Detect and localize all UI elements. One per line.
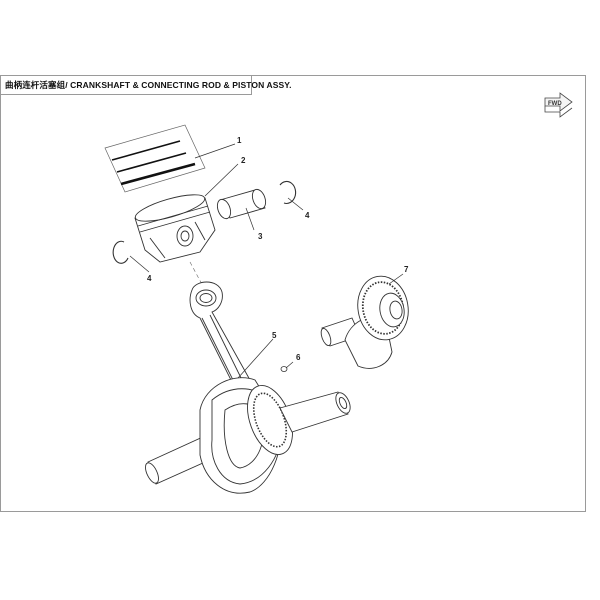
balance-shaft <box>320 275 409 369</box>
callout-3: 3 <box>258 232 263 241</box>
callout-5: 5 <box>272 331 277 340</box>
leader-lines <box>129 143 404 379</box>
crankshaft <box>145 377 351 494</box>
diagram-title: 曲柄连杆活塞组/ CRANKSHAFT & CONNECTING ROD & P… <box>5 80 292 90</box>
callout-4-left: 4 <box>147 274 152 283</box>
circlip-right <box>279 180 297 205</box>
callout-1: 1 <box>237 136 242 145</box>
callout-2: 2 <box>241 156 246 165</box>
callout-6: 6 <box>296 353 301 362</box>
woodruff-key <box>280 366 288 372</box>
fwd-arrow-icon: FWD <box>544 92 573 118</box>
piston <box>134 194 216 263</box>
callout-4-right: 4 <box>305 211 310 220</box>
title-box: 曲柄连杆活塞组/ CRANKSHAFT & CONNECTING ROD & P… <box>0 75 291 95</box>
callout-7: 7 <box>404 265 409 274</box>
fwd-icon-label: FWD <box>548 101 562 107</box>
diagram-frame <box>0 75 586 512</box>
connecting-rod <box>189 281 251 391</box>
piston-rings <box>104 124 206 193</box>
piston-pin <box>216 188 267 220</box>
circlip-left <box>112 240 129 264</box>
